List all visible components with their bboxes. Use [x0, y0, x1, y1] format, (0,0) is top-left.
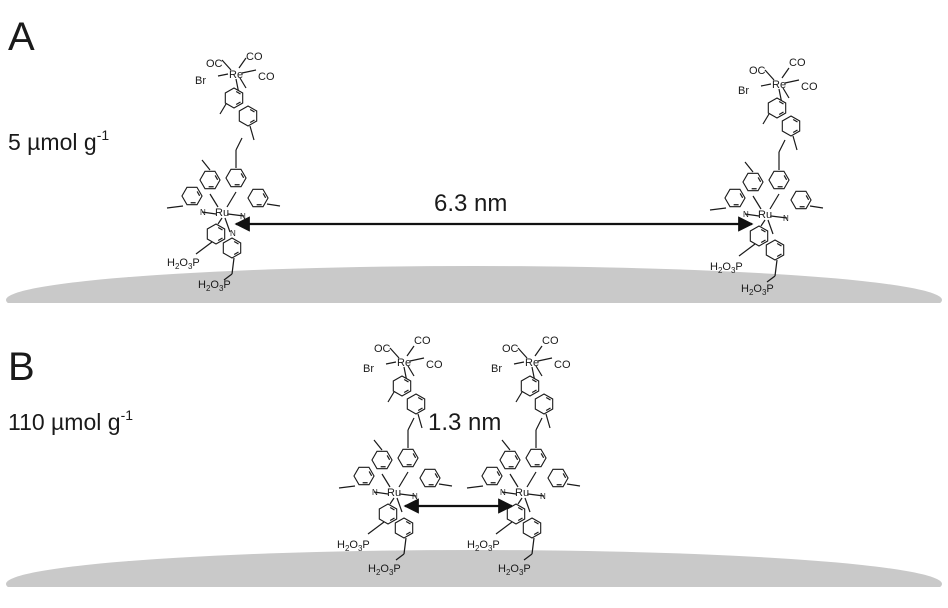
svg-text:Br: Br	[738, 85, 749, 97]
svg-text:N: N	[783, 214, 789, 223]
panel-b-loading-main: 110 µmol g	[8, 409, 121, 435]
phosphonate-2: H2O3P	[198, 279, 231, 293]
svg-text:N: N	[412, 492, 418, 501]
svg-text:N: N	[372, 488, 378, 497]
svg-text:Br: Br	[491, 363, 502, 375]
phosphonate-5: H2O3P	[337, 539, 370, 553]
panel-a-left-complex: Ru N N N Re OC CO CO Br H2O3P H2O3P	[167, 51, 280, 293]
svg-text:CO: CO	[789, 57, 806, 69]
phosphonate-3: H2O3P	[710, 261, 743, 275]
panel-a-letter: A	[8, 15, 35, 59]
svg-text:OC: OC	[502, 343, 519, 355]
panel-a: A 5 µmol g-1 Ru N N N Re OC CO CO Br H2O…	[0, 15, 948, 343]
ru-atom: Ru	[215, 207, 229, 219]
svg-text:N: N	[200, 208, 206, 217]
panel-b-loading-sup: -1	[121, 407, 134, 423]
svg-text:Br: Br	[195, 75, 206, 87]
svg-text:CO: CO	[542, 335, 559, 347]
svg-text:Re: Re	[772, 79, 786, 91]
svg-text:CO: CO	[414, 335, 431, 347]
svg-text:N: N	[743, 210, 749, 219]
phosphonate-6: H2O3P	[368, 563, 401, 577]
panel-b: B 110 µmol g-1 Ru N N Re OC CO CO Br H2O…	[0, 335, 948, 608]
svg-text:N: N	[230, 229, 236, 238]
svg-text:Ru: Ru	[387, 487, 401, 499]
panel-b-loading: 110 µmol g-1	[8, 407, 133, 435]
panel-a-loading-main: 5 µmol g	[8, 129, 97, 155]
panel-b-right-complex: Ru N N Re OC CO CO Br H2O3P H2O3P	[467, 335, 580, 577]
phosphonate-4: H2O3P	[741, 283, 774, 297]
panel-a-loading: 5 µmol g-1	[8, 127, 109, 155]
svg-text:N: N	[240, 212, 246, 221]
panel-a-loading-sup: -1	[97, 127, 110, 143]
svg-text:Ru: Ru	[515, 487, 529, 499]
svg-text:CO: CO	[258, 71, 275, 83]
svg-text:CO: CO	[554, 359, 571, 371]
svg-text:CO: CO	[426, 359, 443, 371]
svg-text:Re: Re	[525, 357, 539, 369]
svg-text:Ru: Ru	[758, 209, 772, 221]
svg-text:OC: OC	[749, 65, 766, 77]
svg-text:CO: CO	[801, 81, 818, 93]
svg-text:OC: OC	[374, 343, 391, 355]
svg-text:OC: OC	[206, 58, 223, 70]
panel-a-distance: 6.3 nm	[434, 190, 507, 217]
svg-text:CO: CO	[246, 51, 263, 63]
panel-a-right-complex: Ru N N Re OC CO CO Br H2O3P H2O3P	[710, 57, 823, 297]
svg-text:N: N	[500, 488, 506, 497]
panel-b-distance: 1.3 nm	[428, 409, 501, 436]
phosphonate-7: H2O3P	[467, 539, 500, 553]
svg-text:N: N	[540, 492, 546, 501]
phosphonate-8: H2O3P	[498, 563, 531, 577]
panel-b-left-complex: Ru N N Re OC CO CO Br H2O3P H2O3P	[337, 335, 452, 577]
phosphonate-1: H2O3P	[167, 257, 200, 271]
re-atom: Re	[229, 69, 243, 81]
svg-text:Br: Br	[363, 363, 374, 375]
panel-b-letter: B	[8, 345, 35, 389]
svg-text:Re: Re	[397, 357, 411, 369]
